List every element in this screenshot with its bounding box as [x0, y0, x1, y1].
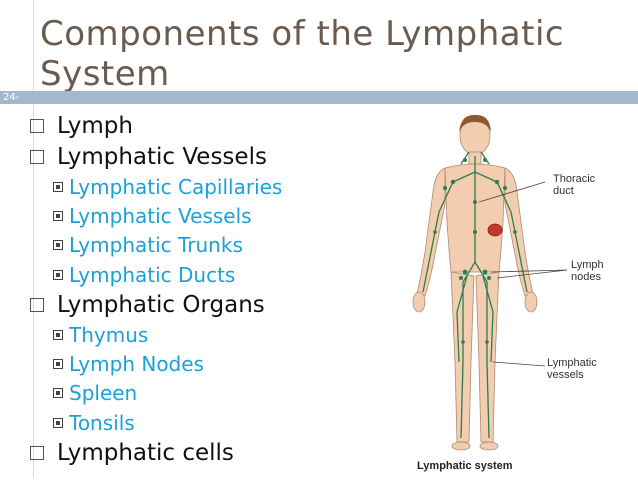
- list-item-label: Lymph: [57, 112, 133, 139]
- lymphatic-system-illustration: Thoracic duct Lymph nodes Lymphatic vess…: [395, 112, 638, 478]
- bullet-list: Lymph Lymphatic Vessels Lymphatic Capill…: [30, 110, 390, 468]
- square-bullet-icon: [53, 240, 63, 251]
- sub-item: Lymph Nodes: [30, 349, 390, 378]
- list-item-label: Lymphatic Organs: [57, 291, 265, 318]
- slide-title: Components of the Lymphatic System: [40, 14, 565, 94]
- sub-list: Lymphatic Capillaries Lymphatic Vessels …: [30, 172, 390, 289]
- sub-item: Lymphatic Vessels: [30, 201, 390, 230]
- checkbox-bullet-icon: [30, 445, 44, 460]
- label-lymph-nodes-1: Lymph: [571, 259, 604, 271]
- square-bullet-icon: [53, 210, 63, 221]
- lymphatic-vessels-network: [422, 151, 528, 439]
- lymph-node-dots: [433, 158, 517, 344]
- list-item-lymph: Lymph: [30, 110, 390, 141]
- list-item-lymphatic-vessels: Lymphatic Vessels Lymphatic Capillaries …: [30, 141, 390, 289]
- square-bullet-icon: [53, 329, 63, 340]
- label-thoracic-duct-1: Thoracic: [553, 173, 596, 185]
- spleen-organ: [487, 223, 503, 237]
- figure-caption: Lymphatic system: [417, 460, 513, 472]
- list-item-label: Lymphatic Vessels: [57, 143, 267, 170]
- sub-item: Tonsils: [30, 408, 390, 437]
- sub-item: Thymus: [30, 320, 390, 349]
- sub-item: Lymphatic Capillaries: [30, 172, 390, 201]
- sub-item: Spleen: [30, 379, 390, 408]
- label-thoracic-duct-2: duct: [553, 185, 574, 197]
- checkbox-bullet-icon: [30, 149, 44, 164]
- list-item-lymphatic-organs: Lymphatic Organs Thymus Lymph Nodes Sple…: [30, 289, 390, 437]
- body-diagram: Thoracic duct Lymph nodes Lymphatic vess…: [412, 114, 604, 472]
- slide-number: 24-: [0, 91, 33, 104]
- list-item-lymphatic-cells: Lymphatic cells: [30, 437, 390, 468]
- square-bullet-icon: [53, 417, 63, 428]
- square-bullet-icon: [53, 181, 63, 192]
- list-item-label: Lymphatic cells: [57, 439, 234, 466]
- label-lymphatic-vessels-1: Lymphatic: [547, 357, 597, 369]
- checkbox-bullet-icon: [30, 297, 44, 312]
- sub-item: Lymphatic Ducts: [30, 260, 390, 289]
- checkbox-bullet-icon: [30, 118, 44, 133]
- title-divider-band: [33, 91, 638, 104]
- label-lymph-nodes-2: nodes: [571, 271, 601, 283]
- label-lymphatic-vessels-2: vessels: [547, 369, 584, 381]
- square-bullet-icon: [53, 269, 63, 280]
- leader-lines: [478, 181, 568, 367]
- sub-item: Lymphatic Trunks: [30, 231, 390, 260]
- slide-left-margin: [0, 0, 34, 478]
- square-bullet-icon: [53, 388, 63, 399]
- sub-list: Thymus Lymph Nodes Spleen Tonsils: [30, 320, 390, 437]
- square-bullet-icon: [53, 359, 63, 370]
